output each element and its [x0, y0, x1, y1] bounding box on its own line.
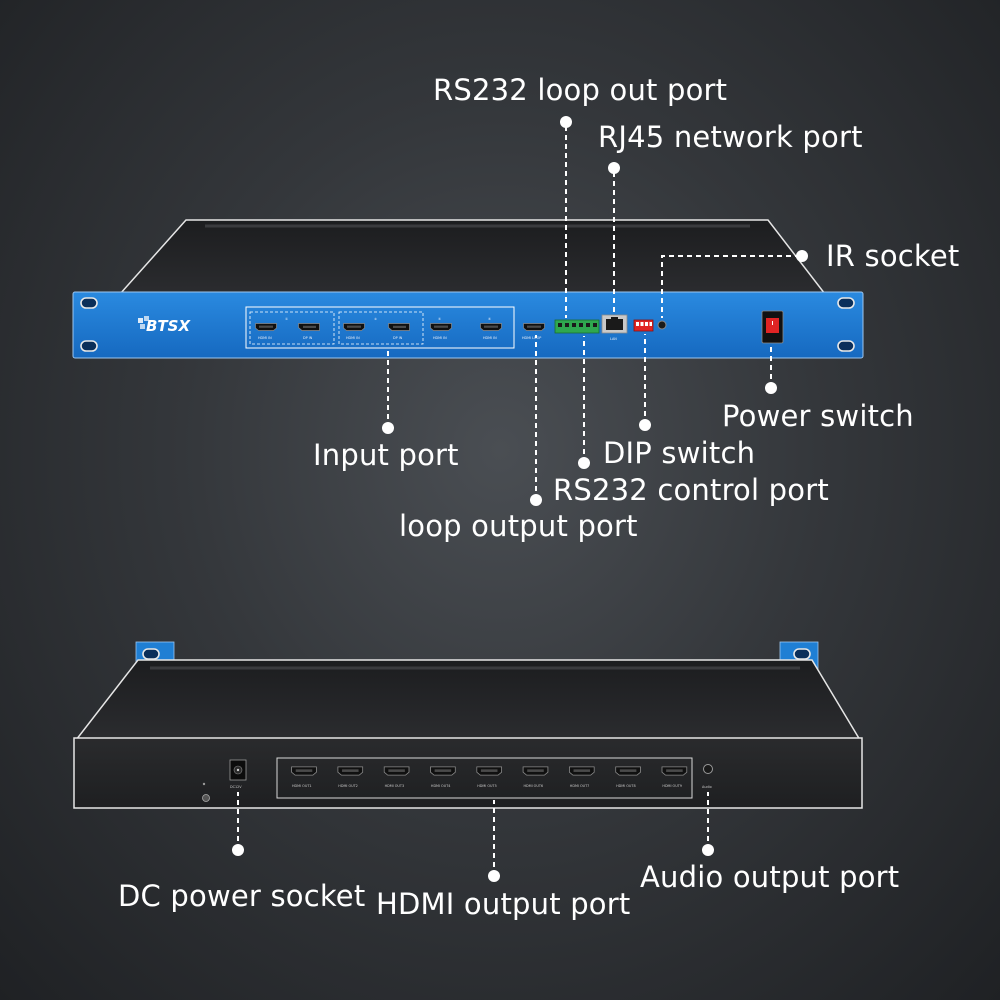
hdmi-in-1-port[interactable] [255, 323, 277, 331]
lan-label: LAN [610, 337, 617, 341]
callout-loop-output: loop output port [399, 509, 638, 543]
hdmi-loop-port[interactable] [523, 323, 545, 331]
dp-in-1-port[interactable] [298, 323, 320, 331]
input-subgroup-1 [249, 311, 335, 345]
svg-text:BTSX: BTSX [146, 317, 191, 335]
front-device: BTSX ① HDMI IN DP IN ② HDMI IN DP IN ③ H… [72, 219, 864, 359]
rack-hole [80, 297, 98, 309]
power-switch[interactable] [761, 310, 784, 344]
leader-dot [382, 422, 394, 434]
leader-dot [232, 844, 244, 856]
callout-ir-socket: IR socket [826, 239, 960, 273]
leader-ir [661, 255, 800, 318]
callout-input-port: Input port [313, 438, 459, 472]
hdmi-out-2-label: HDMI OUT2 [338, 784, 358, 788]
input-number-2: ② [374, 317, 377, 321]
callout-dip-switch: DIP switch [603, 436, 756, 470]
leader-lines [237, 126, 800, 876]
hdmi-out-8-label: HDMI OUT8 [616, 784, 636, 788]
callout-hdmi-output: HDMI output port [376, 887, 631, 921]
audio-output-jack[interactable] [703, 764, 713, 774]
hdmi-out-3-port[interactable] [383, 766, 410, 776]
callout-rs232-loop-out: RS232 loop out port [433, 73, 728, 107]
input-number-1: ① [285, 317, 288, 321]
input-subgroup-2 [338, 311, 424, 345]
hdmi-loop-label: HDMI LOOP [522, 336, 541, 340]
leader-dot [560, 116, 572, 128]
rack-hole [793, 648, 811, 660]
callout-rs232-control: RS232 control port [553, 473, 829, 507]
ground-screw [202, 794, 210, 802]
leader-dot [796, 250, 808, 262]
rs232-terminal-blocks[interactable] [554, 319, 600, 334]
callout-audio-output: Audio output port [640, 860, 900, 894]
hdmi-out-6-label: HDMI OUT6 [524, 784, 544, 788]
hdmi-out-7-port[interactable] [568, 766, 595, 776]
dp-in-1-label: DP IN [303, 336, 313, 340]
hdmi-out-4-port[interactable] [429, 766, 456, 776]
hdmi-out-7-label: HDMI OUT7 [570, 784, 590, 788]
hdmi-out-9-label: HDMI OUT9 [662, 784, 682, 788]
leader-dot [530, 494, 542, 506]
rear-chassis-top [74, 659, 862, 741]
hdmi-out-6-port[interactable] [522, 766, 549, 776]
leader-dot [765, 382, 777, 394]
hdmi-in-3-label: HDMI IN [433, 336, 447, 340]
rack-hole [837, 297, 855, 309]
input-port-group [245, 306, 515, 349]
hdmi-out-9-port[interactable] [661, 766, 688, 776]
rack-hole [80, 340, 98, 352]
hdmi-out-4-label: HDMI OUT4 [431, 784, 451, 788]
hdmi-out-5-port[interactable] [476, 766, 503, 776]
rack-hole [142, 648, 160, 660]
front-panel [72, 291, 864, 359]
callout-power-switch: Power switch [722, 399, 914, 433]
leader-dot [578, 457, 590, 469]
rj45-port[interactable] [601, 314, 628, 334]
input-number-4: ④ [488, 317, 491, 321]
hdmi-out-1-label: HDMI OUT1 [292, 784, 312, 788]
front-chassis-top [118, 219, 827, 295]
dp-in-2-label: DP IN [393, 336, 403, 340]
hdmi-in-1-label: HDMI IN [258, 336, 272, 340]
leader-dot [488, 870, 500, 882]
rack-hole [837, 340, 855, 352]
ir-socket[interactable] [657, 320, 667, 330]
hdmi-out-1-port[interactable] [291, 766, 317, 776]
dip-switch[interactable] [633, 319, 654, 332]
hdmi-output-group [276, 757, 693, 799]
dp-in-2-port[interactable] [388, 323, 410, 331]
hdmi-in-4-port[interactable] [480, 323, 502, 331]
hdmi-in-3-port[interactable] [430, 323, 452, 331]
dc-label: DC12V [230, 785, 242, 789]
leader-dots [232, 116, 808, 882]
hdmi-in-4-label: HDMI IN [483, 336, 497, 340]
hdmi-out-3-label: HDMI OUT3 [385, 784, 405, 788]
leader-dot [702, 844, 714, 856]
input-number-3: ③ [438, 317, 441, 321]
hdmi-in-2-port[interactable] [343, 323, 365, 331]
audio-label: Audio [702, 785, 712, 789]
brand-logo: BTSX [138, 316, 191, 335]
callout-dc-power: DC power socket [118, 879, 366, 913]
rear-device: DC12V HDMI OUT1 HDMI OUT2 HDMI OUT3 HDMI OU… [73, 641, 863, 809]
hdmi-out-8-port[interactable] [615, 766, 642, 776]
hdmi-in-2-label: HDMI IN [346, 336, 360, 340]
dc-power-socket[interactable] [229, 759, 247, 781]
hdmi-out-2-port[interactable] [337, 766, 364, 776]
callout-rj45: RJ45 network port [598, 120, 863, 154]
leader-dot [608, 162, 620, 174]
leader-dot [639, 419, 651, 431]
hdmi-out-5-label: HDMI OUT5 [477, 784, 497, 788]
